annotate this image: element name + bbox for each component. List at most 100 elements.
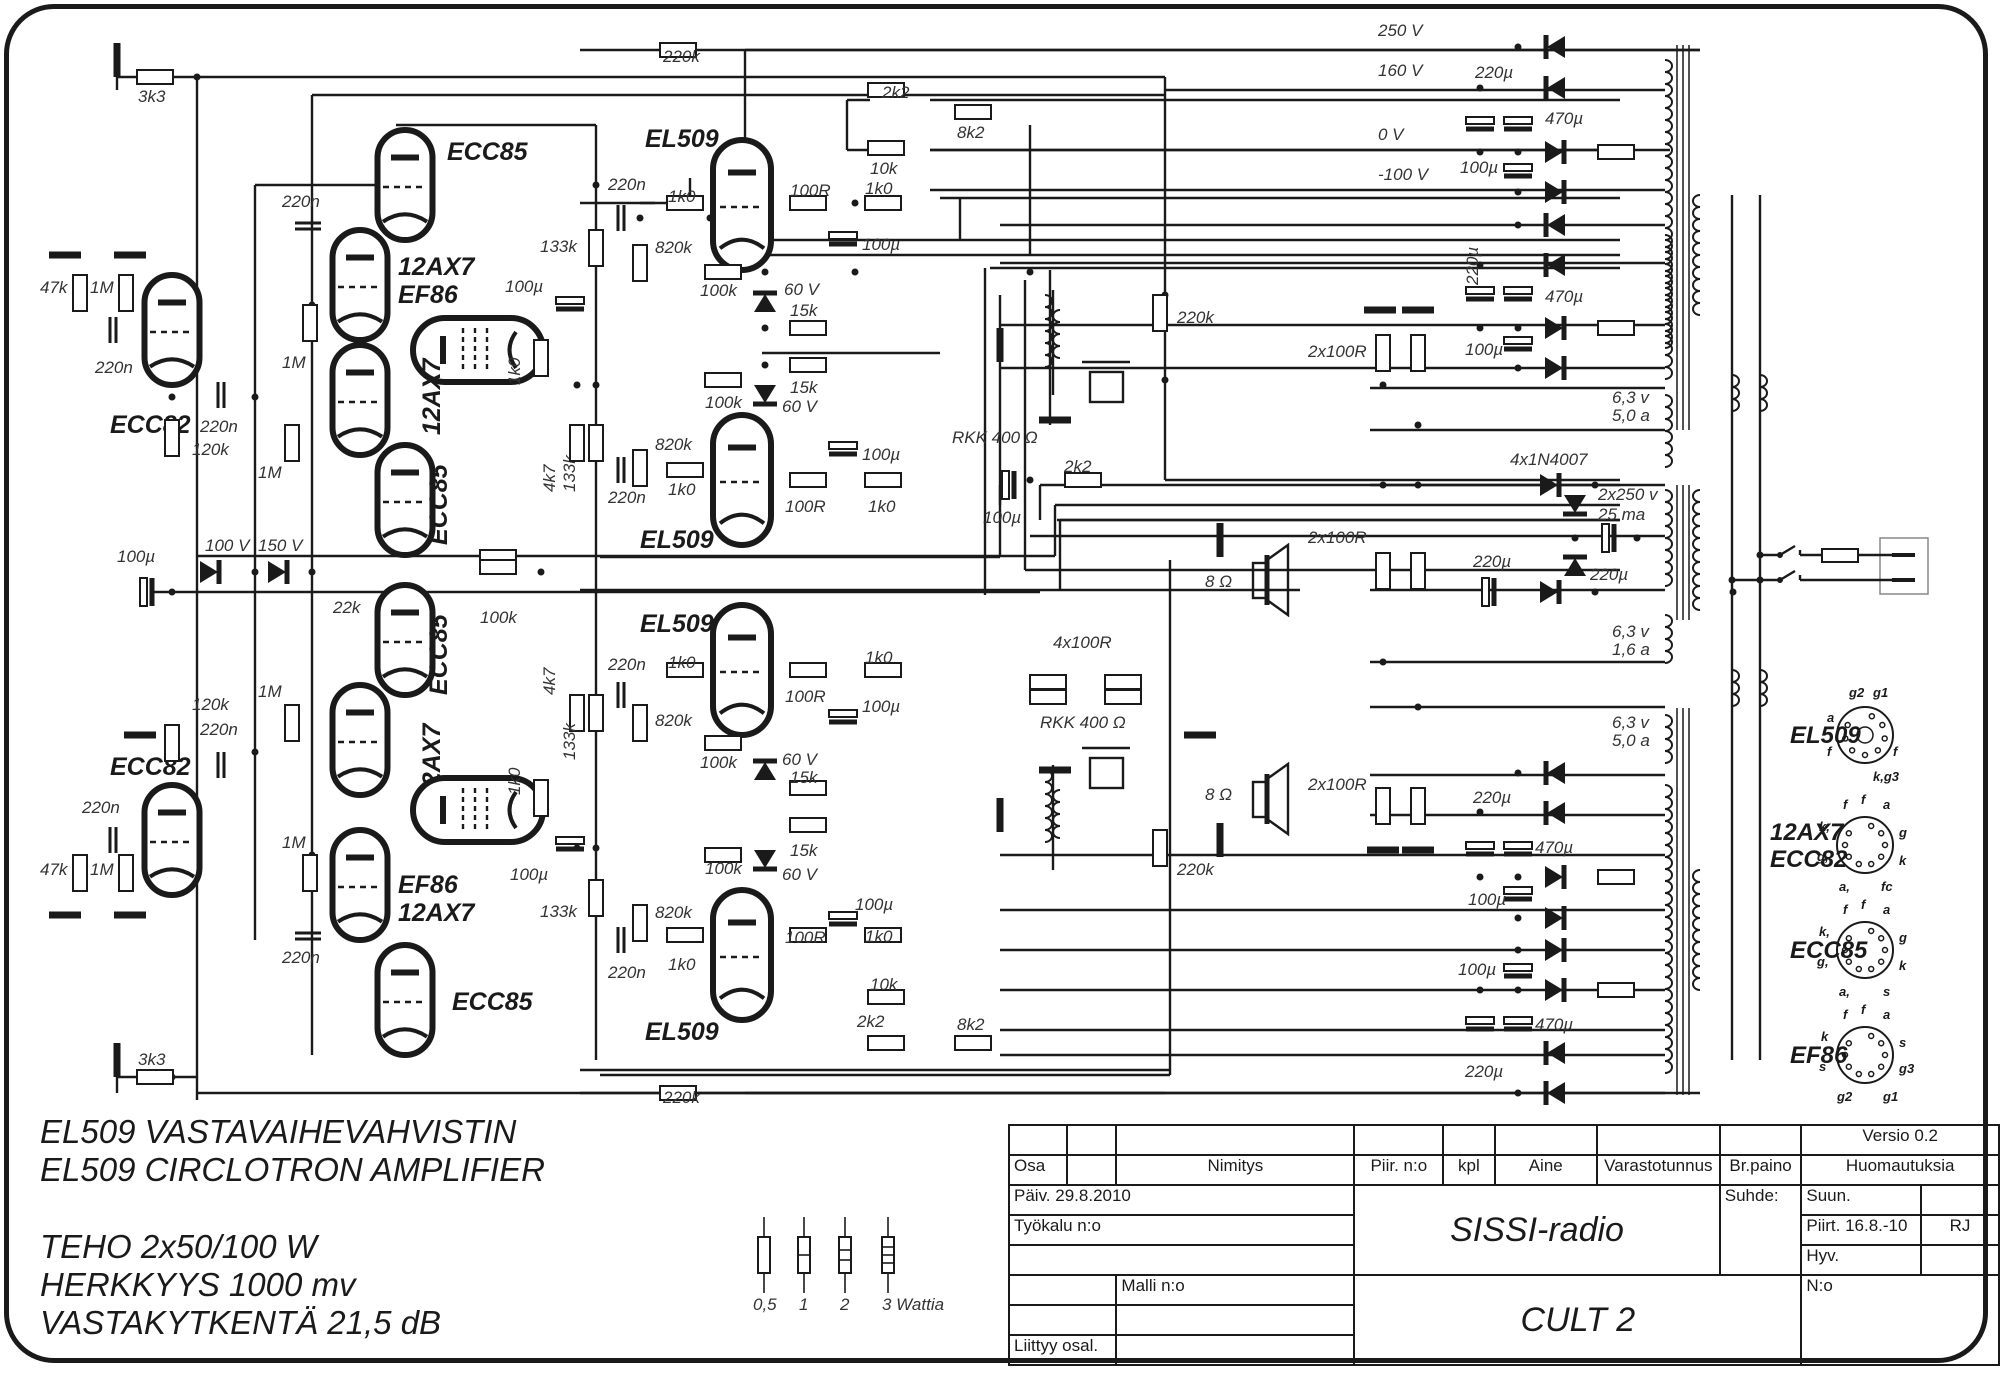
wattage-label: 0,5 [753,1295,777,1314]
diode-body [1545,866,1563,888]
resistor-120k: 120k [164,695,230,762]
resistor-133k: 133k [540,229,604,267]
pin-label: f [1893,744,1899,759]
capacitor-value: 100µ [862,697,900,716]
capacitor-value: 220n [199,417,238,436]
tube-label: EF86 [398,871,459,899]
pin-label: k, [1819,924,1830,939]
resistor-value: 1k0 [668,480,696,499]
resistor-body [533,339,549,377]
capacitor-plate [828,911,858,920]
tube-envelope [141,782,203,898]
resistor-value: 15k [790,841,819,860]
pinout-pin [1867,927,1875,935]
capacitor-plate [555,836,585,845]
capacitor-value: 470µ [1545,109,1583,128]
resistor-body [72,274,88,312]
transformer-primary-coil [1692,489,1701,611]
capacitor-value: 470µ [1535,1015,1573,1034]
tube-el509 [710,137,774,273]
resistor-body [666,927,704,943]
resistor-value: 1k0 [668,187,696,206]
resistor-15k: 15k [789,301,827,336]
resistor-body [284,704,300,742]
electrolytic-capacitor [1465,841,1495,857]
power-transformer [1044,45,1768,1095]
pin-label: f [1861,1002,1867,1017]
diode [753,850,777,872]
capacitor-value: 220µ [1464,1062,1503,1081]
pin-label: f [1843,797,1849,812]
resistor-body [72,854,88,892]
resistor-body [588,229,604,267]
resistor-100r: 100R [789,181,831,211]
resistor-100k: 100k [704,847,743,878]
capacitor-plate [1503,1016,1533,1025]
resistor-value: 220k [662,47,701,66]
resistor-value: 133k [540,902,578,921]
resistor-1k0: 1k0 [666,187,704,211]
resistor-body [789,195,827,211]
resistor-body [164,419,180,457]
electrolytic-capacitor [1465,286,1495,302]
supply-rail-label: 250 V [1377,21,1424,40]
junction-dot [636,214,644,222]
resistor-820k: 820k [632,903,693,942]
diode-body [754,385,776,403]
pinout-pin [1841,946,1849,954]
junction-dot [1476,324,1484,332]
pinout-pin [1845,958,1853,966]
pin-label: k,g3 [1873,769,1900,784]
resistor-value: 1M [258,463,282,482]
diode [1545,180,1567,204]
pinout-pin [1877,1039,1885,1047]
resistor-value: 100k [705,859,743,878]
electrolytic-capacitor [1503,886,1533,902]
resistor-body [789,780,827,796]
capacitor-plate [139,577,148,607]
resistor-body [1410,552,1426,590]
pinout-pin [1841,1051,1849,1059]
resistor-3k3: 3k3 [136,69,174,106]
resistor-body [302,854,318,892]
resistor-1k0: 1k0 [666,927,704,974]
pin-label: a, [1839,879,1850,894]
diode [268,560,290,584]
spec-power: TEHO 2x50/100 W [40,1228,317,1265]
capacitor [616,682,626,708]
heater-coil [1664,714,1673,764]
diode [1545,978,1567,1002]
resistor-body [136,69,174,85]
resistor-wattage-legend: 0,5 1 2 3 Wattia [753,1217,944,1314]
electrolytic-capacitor [1465,116,1495,132]
resistor-8k2: 8k2 [954,104,992,142]
capacitor-plate [555,296,585,305]
pin-label: g2 [1836,1089,1853,1104]
pinout-pin [1867,965,1875,973]
electrolytic-capacitor [1601,523,1617,553]
tube-envelope [710,412,774,548]
capacitor-plate [1481,577,1490,607]
resistor-body [632,244,648,282]
speaker-top [1251,542,1290,618]
diode-body [1547,77,1565,99]
tube-envelope [710,137,774,273]
pinout-pin [1877,934,1885,942]
electrolytic-capacitor [1481,577,1497,607]
transformer-voltage: 2x250 v [1597,485,1659,504]
diode [1543,1041,1565,1065]
drawing-title: EL509 VASTAVAIHEVAHVISTIN EL509 CIRCLOTR… [40,1113,545,1189]
resistor-value: 1k0 [668,955,696,974]
electrolytic-capacitor [1503,163,1533,179]
diode-body [268,561,286,583]
transformer-secondary-coil [1664,784,1673,1074]
resistor-value: 4x100R [1053,633,1112,652]
resistor-1k0: 1k0 [666,462,704,499]
zener-value: 60 V [784,280,821,299]
diode [1543,35,1565,59]
junction-dot [308,568,316,576]
diode [753,758,777,780]
junction-dot [1379,658,1387,666]
resistor-15k: 15k [789,357,827,397]
